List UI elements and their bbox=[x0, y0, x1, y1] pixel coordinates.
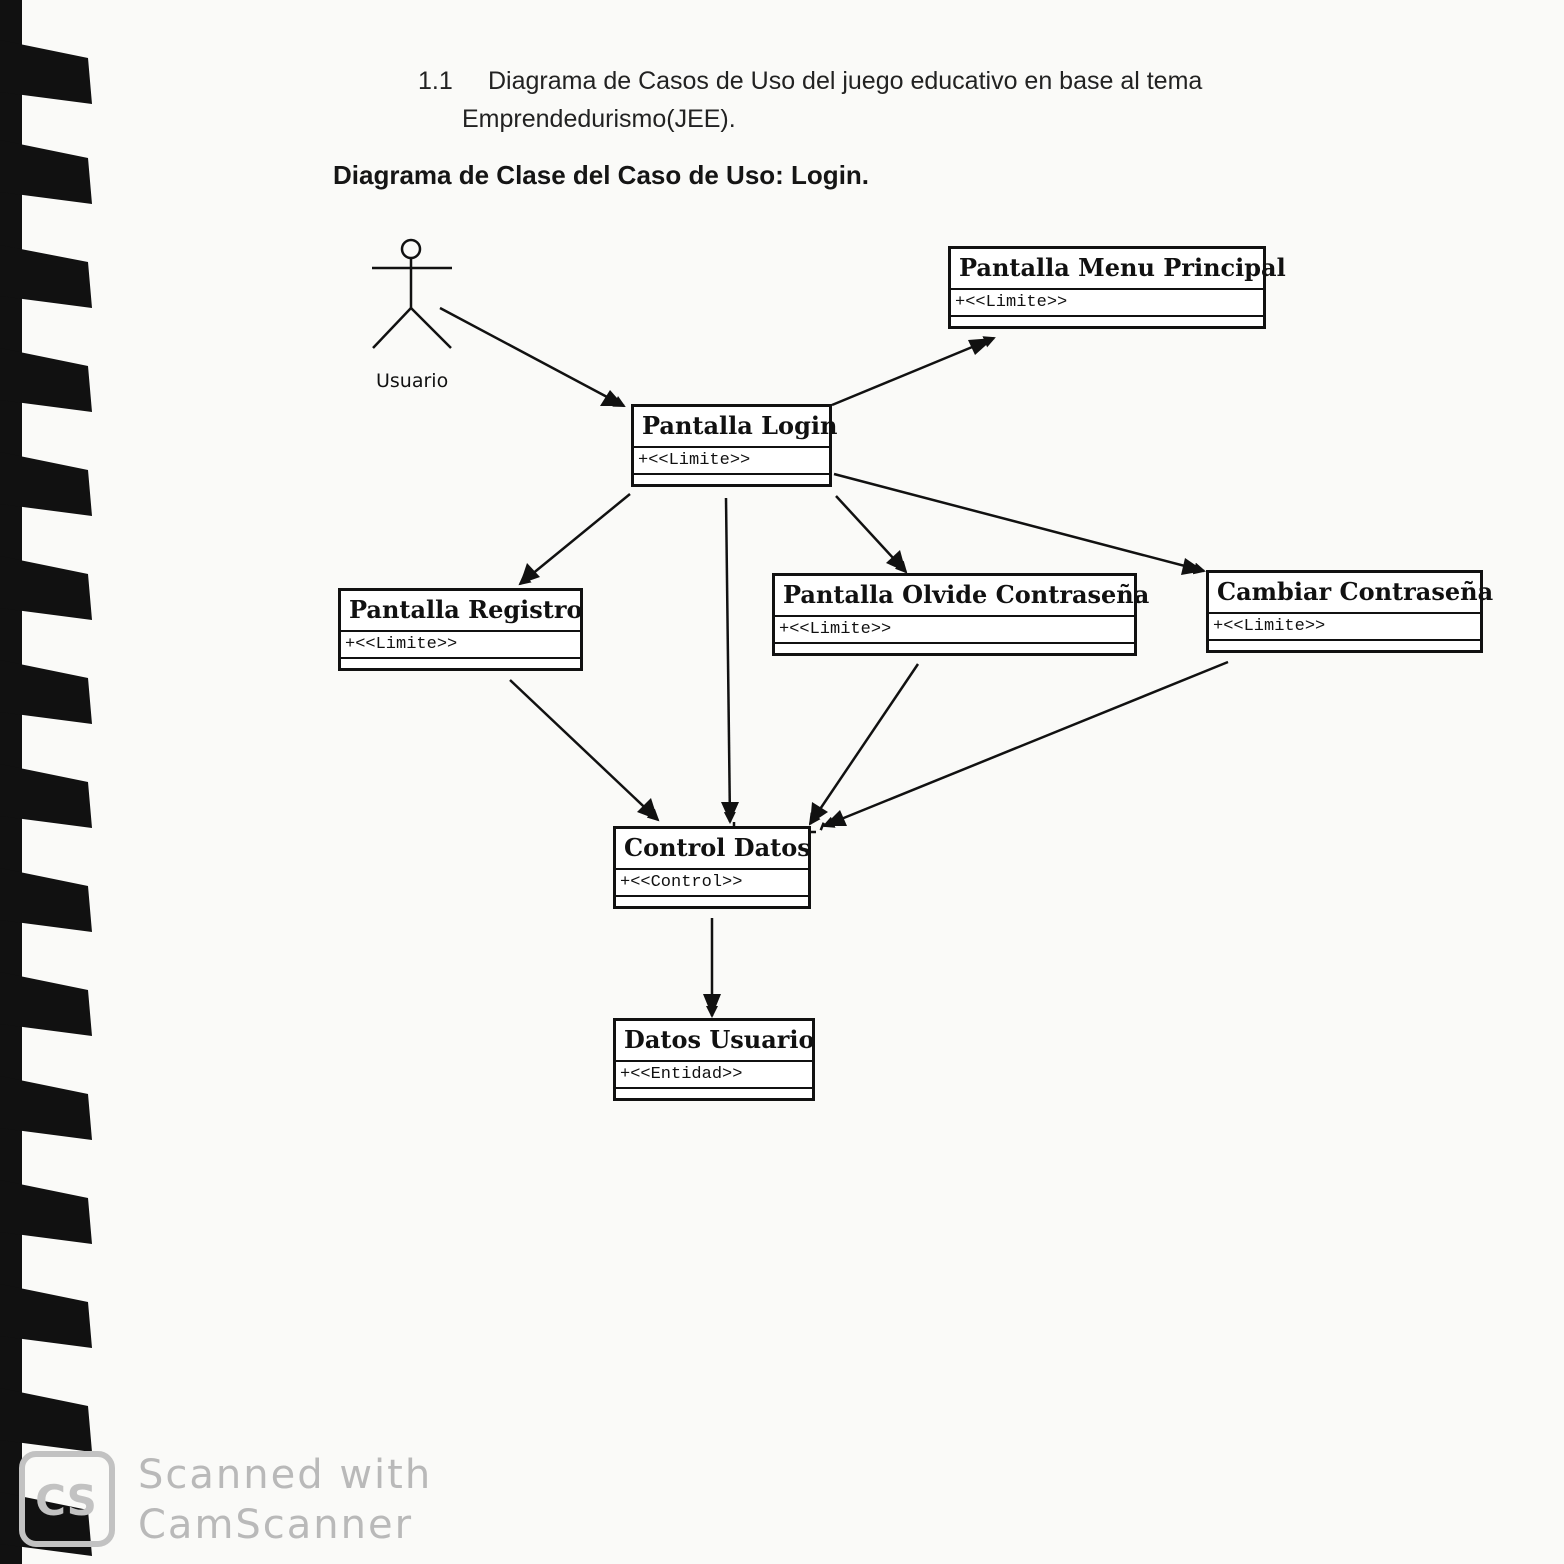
class-cambiar-contrasena: Cambiar Contraseña +<<Limite>> bbox=[1206, 570, 1493, 653]
class-control-datos: Control Datos +<<Control>> bbox=[613, 826, 811, 909]
diagram-title: Diagrama de Clase del Caso de Uso: Login… bbox=[333, 160, 870, 190]
class-operations bbox=[951, 317, 1263, 326]
class-operations bbox=[634, 475, 829, 484]
class-name: Datos Usuario bbox=[616, 1021, 815, 1062]
class-pantalla-registro: Pantalla Registro +<<Limite>> bbox=[338, 588, 583, 671]
section-heading: 1.1 Diagrama de Casos de Uso del juego ed… bbox=[418, 62, 1318, 138]
class-stereotype: +<<Limite>> bbox=[341, 632, 580, 659]
class-name: Pantalla Menu Principal bbox=[951, 249, 1286, 290]
class-stereotype: +<<Limite>> bbox=[634, 448, 829, 475]
class-name: Control Datos bbox=[616, 829, 811, 870]
camscanner-logo: CS bbox=[19, 1451, 115, 1547]
watermark-line-1: Scanned with bbox=[138, 1452, 433, 1498]
class-name: Cambiar Contraseña bbox=[1209, 573, 1493, 614]
edge-cambiar-control bbox=[822, 660, 1229, 828]
watermark-line-2: CamScanner bbox=[138, 1502, 414, 1548]
class-stereotype: +<<Control>> bbox=[616, 870, 808, 897]
class-operations bbox=[775, 644, 1134, 653]
class-name: Pantalla Registro bbox=[341, 591, 583, 632]
class-pantalla-menu-principal: Pantalla Menu Principal +<<Limite>> bbox=[948, 246, 1286, 329]
actor-label: Usuario bbox=[376, 370, 449, 392]
section-number: 1.1 bbox=[418, 67, 453, 95]
class-stereotype: +<<Limite>> bbox=[951, 290, 1263, 317]
edge-login-control bbox=[723, 497, 736, 824]
class-operations bbox=[616, 897, 808, 906]
class-name: Pantalla Login bbox=[634, 407, 837, 448]
spiral-binding bbox=[0, 0, 92, 1564]
heading-line-2: Emprendedurismo(JEE). bbox=[462, 105, 736, 133]
class-stereotype: +<<Entidad>> bbox=[616, 1062, 812, 1089]
edge-login-cambiar bbox=[833, 472, 1206, 575]
class-operations bbox=[616, 1089, 812, 1098]
camscanner-watermark: CS Scanned with CamScanner bbox=[18, 1448, 438, 1558]
edge-registro-control bbox=[509, 679, 660, 822]
edge-login-menu bbox=[831, 336, 996, 407]
class-stereotype: +<<Limite>> bbox=[775, 617, 1134, 644]
class-pantalla-login: Pantalla Login +<<Limite>> bbox=[631, 404, 837, 487]
actor-figure bbox=[372, 238, 452, 349]
heading-line-1: Diagrama de Casos de Uso del juego educa… bbox=[488, 67, 1203, 95]
class-pantalla-olvide-contrasena: Pantalla Olvide Contraseña +<<Limite>> bbox=[772, 573, 1149, 656]
edge-login-registro bbox=[518, 493, 631, 586]
logo-text: CS bbox=[35, 1476, 97, 1525]
edge-usuario-login bbox=[439, 306, 626, 408]
class-name: Pantalla Olvide Contraseña bbox=[775, 576, 1149, 617]
class-operations bbox=[1209, 641, 1480, 650]
edge-olvide-control bbox=[808, 663, 920, 826]
class-operations bbox=[341, 659, 580, 668]
class-stereotype: +<<Limite>> bbox=[1209, 614, 1480, 641]
class-datos-usuario: Datos Usuario +<<Entidad>> bbox=[613, 1018, 815, 1101]
